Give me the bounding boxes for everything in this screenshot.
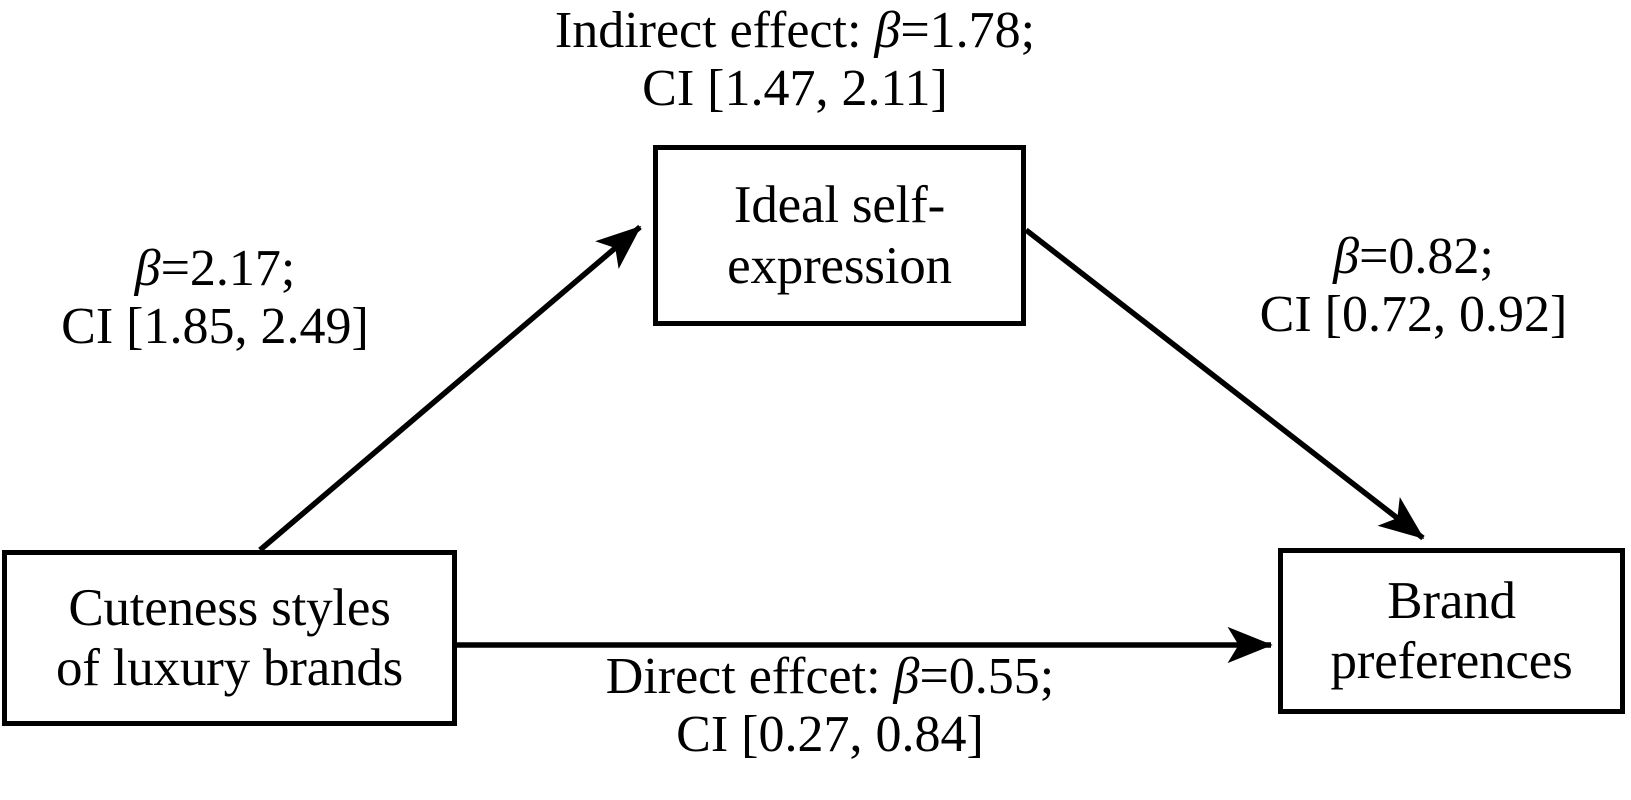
node-brand-preferences: Brand preferences (1278, 548, 1625, 714)
path-label-direct-effect: Direct effcet: β=0.55; CI [0.27, 0.84] (605, 648, 1055, 764)
node-cuteness-styles-label: Cuteness styles of luxury brands (55, 578, 404, 697)
path-label-predictor-to-mediator: β=2.17; CI [1.85, 2.49] (61, 240, 369, 356)
beta-symbol: β (893, 648, 920, 705)
node-ideal-self-expression: Ideal self- expression (653, 145, 1026, 326)
beta-symbol: β (874, 2, 901, 59)
node-ideal-self-expression-label: Ideal self- expression (727, 176, 952, 295)
node-brand-preferences-label: Brand preferences (1330, 571, 1573, 690)
path-label-mediator-to-outcome: β=0.82; CI [0.72, 0.92] (1259, 228, 1568, 344)
beta-symbol: β (1333, 228, 1360, 285)
node-cuteness-styles-of-luxury-brands: Cuteness styles of luxury brands (2, 550, 457, 726)
path-label-indirect-effect: Indirect effect: β=1.78; CI [1.47, 2.11] (554, 2, 1036, 118)
beta-symbol: β (134, 240, 161, 297)
